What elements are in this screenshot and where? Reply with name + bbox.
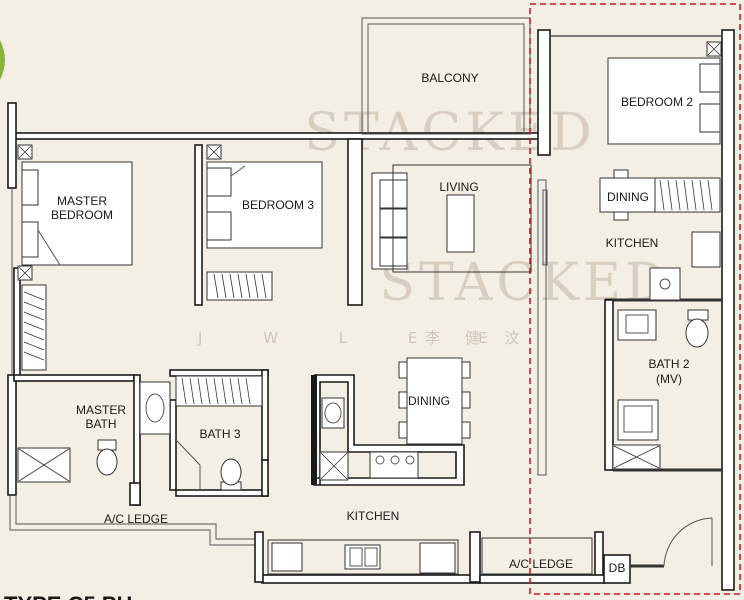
label-balcony: BALCONY bbox=[421, 71, 478, 85]
label-master-bath-1: MASTER bbox=[76, 403, 126, 417]
walls bbox=[7, 17, 735, 591]
dining-furniture bbox=[319, 357, 471, 481]
label-master-bath-2: BATH bbox=[85, 417, 116, 431]
label-dining-right: DINING bbox=[607, 190, 649, 204]
right-unit-fixtures bbox=[481, 41, 722, 575]
label-living: LIVING bbox=[439, 180, 478, 194]
master-bedroom-furniture bbox=[17, 144, 133, 371]
highlight-box bbox=[529, 3, 741, 595]
label-ac-ledge-left: A/C LEDGE bbox=[104, 512, 168, 526]
label-master-bedroom-2: BEDROOM bbox=[51, 208, 113, 222]
label-bath-2-line1: BATH 2 bbox=[648, 357, 689, 371]
watermark-architect: J W L E E bbox=[197, 329, 516, 347]
label-kitchen-right: KITCHEN bbox=[606, 236, 659, 250]
label-bedroom-2: BEDROOM 2 bbox=[621, 95, 693, 109]
bath3-fixtures bbox=[175, 439, 242, 491]
master-bath-fixtures bbox=[17, 375, 263, 483]
label-kitchen-main: KITCHEN bbox=[347, 509, 400, 523]
label-master-bedroom-1: MASTER bbox=[57, 194, 107, 208]
kitchen-main-fixtures bbox=[267, 539, 459, 575]
label-bath-3: BATH 3 bbox=[199, 427, 240, 441]
corner-mark bbox=[0, 40, 5, 80]
unit-type-title: TYPE C5 PH bbox=[4, 592, 132, 600]
label-db: DB bbox=[609, 561, 626, 575]
label-bath-2-line2: (MV) bbox=[656, 372, 682, 386]
watermark-architect-cn: 李 健 汶 bbox=[425, 329, 530, 347]
label-ac-ledge-right: A/C LEDGE bbox=[509, 557, 573, 571]
watermark-brand: STACKED bbox=[379, 253, 670, 313]
label-bedroom-3: BEDROOM 3 bbox=[242, 198, 314, 212]
bedroom3-furniture bbox=[206, 144, 323, 301]
living-furniture bbox=[371, 164, 532, 273]
label-dining-main: DINING bbox=[408, 394, 450, 408]
